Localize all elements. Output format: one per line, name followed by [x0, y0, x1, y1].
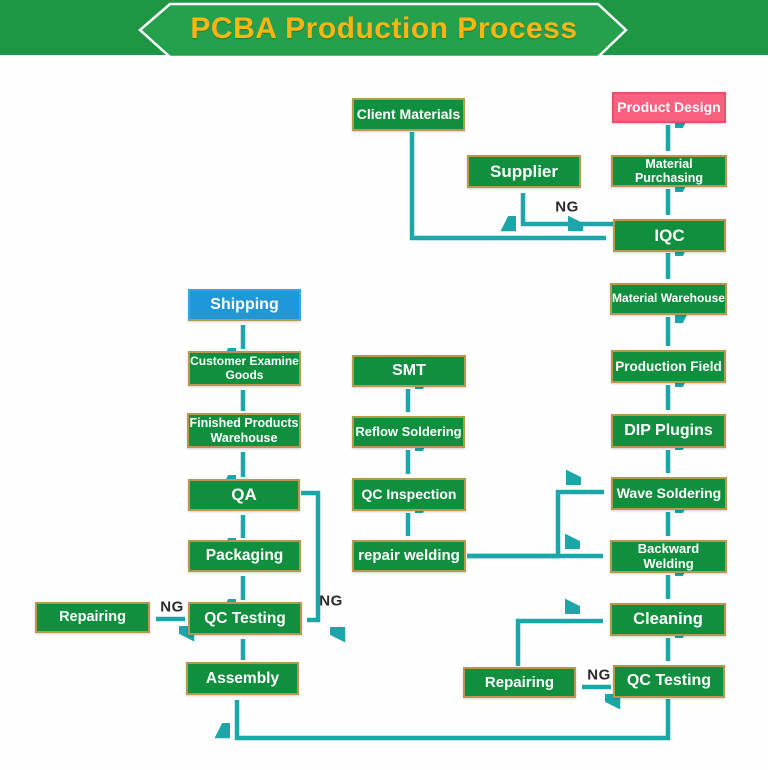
node-iqc: IQC	[613, 219, 726, 252]
node-customer-examine-goods: Customer Examine Goods	[188, 351, 301, 386]
edge-qa-ng-to-qc-testing-left	[301, 490, 318, 620]
node-finished-products-warehouse: Finished Products Warehouse	[187, 413, 301, 448]
ng-label-1: NG	[555, 198, 579, 216]
edge-qc-testing-right-to-assembly	[237, 699, 671, 741]
ng-label-2: NG	[319, 592, 343, 610]
edge-repair-welding-to-wave-soldering	[467, 492, 604, 559]
node-material-purchasing: Material Purchasing	[611, 155, 727, 187]
node-cleaning: Cleaning	[610, 603, 726, 636]
node-assembly: Assembly	[186, 662, 299, 695]
banner-ribbon	[138, 2, 628, 59]
node-repairing-left: Repairing	[35, 602, 150, 633]
node-dip-plugins: DIP Plugins	[611, 414, 726, 448]
edges-layer	[156, 125, 671, 741]
edge-iqc-ng-to-supplier	[523, 193, 613, 224]
node-repair-welding: repair welding	[352, 540, 466, 572]
edge-repairing-bottom-to-cleaning	[515, 621, 603, 666]
node-client-materials: Client Materials	[352, 98, 465, 131]
node-production-field: Production Field	[611, 350, 726, 383]
node-supplier: Supplier	[467, 155, 581, 188]
node-material-warehouse: Material Warehouse	[610, 283, 727, 315]
node-product-design: Product Design	[612, 92, 726, 123]
node-wave-soldering: Wave Soldering	[611, 477, 727, 510]
node-reflow-soldering: Reflow Soldering	[352, 416, 465, 448]
page-title: PCBA Production Process	[190, 12, 578, 45]
node-qa: QA	[188, 479, 300, 511]
ng-label-4: NG	[587, 666, 611, 684]
node-packaging: Packaging	[188, 540, 301, 572]
edge-client-materials-to-iqc	[409, 132, 606, 241]
node-qc-inspection: QC Inspection	[352, 478, 466, 511]
node-smt: SMT	[352, 355, 466, 387]
node-shipping: Shipping	[188, 289, 301, 321]
ng-label-3: NG	[160, 598, 184, 616]
node-backward-welding: Backward Welding	[610, 540, 727, 573]
node-qc-testing-left: QC Testing	[188, 602, 302, 635]
node-qc-testing-right: QC Testing	[613, 665, 725, 698]
node-repairing-bottom: Repairing	[463, 667, 576, 698]
